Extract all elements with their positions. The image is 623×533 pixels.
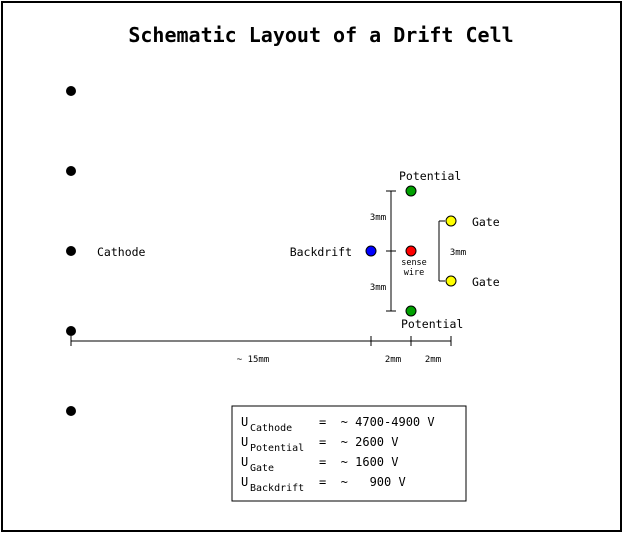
sense-wire — [405, 245, 417, 257]
pot-gap-bottom-dimension: 3mm — [370, 283, 386, 293]
voltage-legend-box — [231, 405, 467, 502]
potential-bracket — [386, 190, 396, 312]
cathode-wire — [66, 406, 76, 416]
voltage-subscript: Backdrift — [250, 483, 304, 494]
voltage-subscript: Potential — [250, 443, 304, 454]
voltage-symbol: U — [241, 415, 248, 429]
gate-gap-dimension: 3mm — [450, 248, 466, 258]
backdrift-label: Backdrift — [290, 245, 352, 259]
gate-bottom-label: Gate — [472, 275, 500, 289]
voltage-row: U Potential = ~ 2600 V — [241, 435, 398, 454]
potential-wire-top — [405, 185, 417, 197]
potential-wire-bottom — [405, 305, 417, 317]
voltage-row: U Backdrift = ~ 900 V — [241, 475, 406, 494]
sense-wire-label-line2: wire — [404, 268, 424, 278]
cathode-wire — [66, 246, 76, 256]
gate-top-label: Gate — [472, 215, 500, 229]
cathode-wire — [66, 166, 76, 176]
diagram-title: Schematic Layout of a Drift Cell — [128, 23, 513, 47]
voltage-symbol: U — [241, 435, 248, 449]
potential-top-label: Potential — [399, 169, 461, 183]
gate-bracket — [438, 220, 445, 282]
voltage-subscript: Gate — [250, 463, 274, 474]
backdrift-wire — [365, 245, 377, 257]
cathode-wire — [66, 326, 76, 336]
cathode-wire — [66, 86, 76, 96]
voltage-value: = ~ 4700-4900 V — [319, 415, 435, 429]
voltage-symbol: U — [241, 455, 248, 469]
backdrift-sense-distance: 2mm — [385, 355, 401, 365]
potential-bottom-label: Potential — [401, 317, 463, 331]
gate-wire-bottom — [445, 275, 457, 287]
voltage-subscript: Cathode — [250, 423, 292, 434]
cathode-label: Cathode — [97, 245, 146, 259]
voltage-row: U Cathode = ~ 4700-4900 V — [241, 415, 435, 434]
sense-wire-label-line1: sense — [401, 258, 427, 268]
horizontal-dimension-line — [70, 336, 452, 346]
sense-gate-distance: 2mm — [425, 355, 441, 365]
gate-wire-top — [445, 215, 457, 227]
voltage-value: = ~ 2600 V — [319, 435, 398, 449]
pot-gap-top-dimension: 3mm — [370, 213, 386, 223]
voltage-value: = ~ 900 V — [319, 475, 406, 489]
voltage-symbol: U — [241, 475, 248, 489]
voltage-row: U Gate = ~ 1600 V — [241, 455, 398, 474]
voltage-value: = ~ 1600 V — [319, 455, 398, 469]
cathode-backdrift-distance: ~ 15mm — [237, 355, 270, 365]
